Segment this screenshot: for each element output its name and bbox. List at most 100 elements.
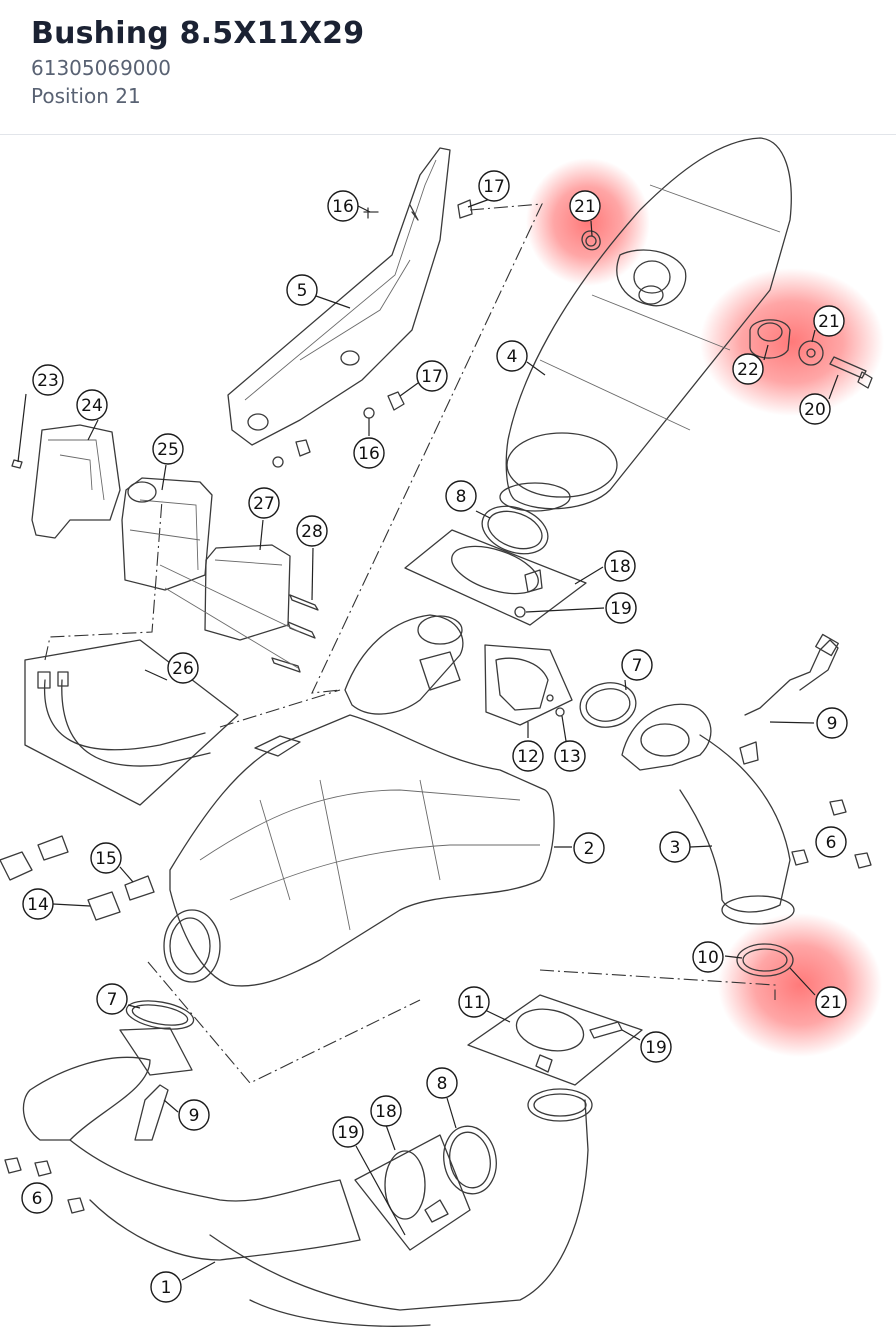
assembly-dash-lines [44,203,776,1084]
highlight-glow [526,158,650,286]
callout[interactable]: 27 [248,487,280,519]
callout[interactable]: 28 [296,515,328,547]
callout-circle [640,1031,672,1063]
callout-circle [76,389,108,421]
callout-highlighted[interactable]: 21 [813,305,845,337]
callout-circle [296,515,328,547]
callout-circle [90,842,122,874]
callout[interactable]: 20 [799,393,831,425]
callout-circle [573,832,605,864]
callout-label: 7 [107,990,118,1010]
callout-circle [816,707,848,739]
callout-label: 17 [483,177,505,197]
callout-label: 11 [463,993,485,1013]
callout-circle [248,487,280,519]
callout[interactable]: 12 [512,740,544,772]
highlight-glows [526,158,884,1057]
header: Bushing 8.5X11X29 61305069000 Position 2… [0,0,896,135]
header-pipes-part [4,1000,593,1327]
callout-label: 21 [818,312,840,332]
callout-label: 19 [645,1038,667,1058]
callout[interactable]: 22 [732,353,764,385]
callout[interactable]: 7 [621,649,653,681]
callout[interactable]: 16 [327,190,359,222]
callout[interactable]: 8 [426,1067,458,1099]
right-pipe-group [579,633,872,977]
cable-set-part [24,639,239,806]
callout-circle [569,190,601,222]
callout-label: 8 [456,487,467,507]
callout-circle [150,1271,182,1303]
callout[interactable]: 18 [370,1095,402,1127]
callout-label: 19 [610,599,632,619]
callout[interactable]: 8 [445,480,477,512]
callout-circle [496,340,528,372]
upper-clamp-group [404,505,587,626]
callout[interactable]: 16 [353,437,385,469]
callout-label: 25 [157,440,179,460]
callout-circle [416,360,448,392]
callout[interactable]: 3 [659,831,691,863]
callout-circle [458,986,490,1018]
callout[interactable]: 17 [478,170,510,202]
callout[interactable]: 5 [286,274,318,306]
callout-circle [605,592,637,624]
callout[interactable]: 13 [554,740,586,772]
callout[interactable]: 6 [21,1182,53,1214]
callout-circle [813,305,845,337]
callout[interactable]: 10 [692,941,724,973]
callout[interactable]: 6 [815,826,847,858]
callout-label: 23 [37,371,59,391]
callout[interactable]: 17 [416,360,448,392]
callout[interactable]: 1 [150,1271,182,1303]
callout[interactable]: 15 [90,842,122,874]
callout-label: 15 [95,849,117,869]
callout-circle [604,550,636,582]
lower-clamp-group [467,994,643,1086]
callout[interactable]: 7 [96,983,128,1015]
callout-circle [426,1067,458,1099]
callout-circle [152,433,184,465]
leader-lines [17,198,839,1281]
exploded-parts-diagram: 2117165421222017162324252728818192671213… [0,137,884,1327]
callout-circle [332,1116,364,1148]
callout-label: 19 [337,1123,359,1143]
callout-label: 28 [301,522,323,542]
callout[interactable]: 14 [22,888,54,920]
callout-circle [370,1095,402,1127]
callout-circle [353,437,385,469]
callout-label: 9 [827,714,838,734]
callout[interactable]: 19 [332,1116,364,1148]
callout-label: 6 [826,833,837,853]
callout-label: 18 [609,557,631,577]
heat-shield-part [227,147,451,446]
callout-label: 16 [332,197,354,217]
callout-highlighted[interactable]: 21 [569,190,601,222]
callout-circle [512,740,544,772]
callout[interactable]: 9 [816,707,848,739]
callout-circle [554,740,586,772]
callout-label: 24 [81,396,103,416]
callout[interactable]: 19 [640,1031,672,1063]
callout-label: 6 [32,1189,43,1209]
callout-circle [32,364,64,396]
callout-label: 27 [253,494,275,514]
callout[interactable]: 4 [496,340,528,372]
callout-circle [22,888,54,920]
callout[interactable]: 26 [167,652,199,684]
callout[interactable]: 2 [573,832,605,864]
callout-label: 8 [437,1074,448,1094]
callout-label: 3 [670,838,681,858]
callout[interactable]: 11 [458,986,490,1018]
callout[interactable]: 25 [152,433,184,465]
callout-circle [445,480,477,512]
small-hardware-top [272,199,873,468]
callout-highlighted[interactable]: 21 [815,986,847,1018]
callout[interactable]: 24 [76,389,108,421]
actuator-group [11,424,319,673]
callout[interactable]: 19 [605,592,637,624]
callout[interactable]: 18 [604,550,636,582]
callout[interactable]: 23 [32,364,64,396]
callout[interactable]: 9 [178,1099,210,1131]
callout-circle [815,826,847,858]
